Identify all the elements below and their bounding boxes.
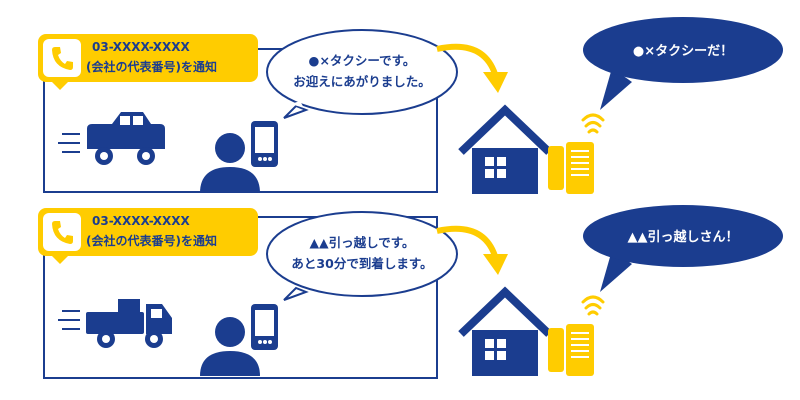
badge-tail xyxy=(50,254,70,264)
speech-bubble-driver xyxy=(266,29,458,119)
speech-bubble-house xyxy=(583,205,783,292)
curved-arrow-icon xyxy=(436,225,508,275)
phone-icon xyxy=(43,39,81,77)
speed-lines-icon xyxy=(58,310,80,330)
notify-text: (会社の代表番号)を通知 xyxy=(86,60,217,74)
driver-speech-line-2: あと30分で到着します。 xyxy=(291,256,433,271)
speech-bubble-house xyxy=(583,17,783,110)
driver-speech-line-1: ●×タクシーです。 xyxy=(308,53,416,68)
smartphone-icon xyxy=(251,121,278,167)
caller-id-badge xyxy=(38,34,258,82)
scene-moving: 03-XXXX-XXXX (会社の代表番号)を通知 ▲▲引っ越しです。 あと30… xyxy=(0,196,800,396)
scene-artwork xyxy=(58,205,783,376)
house-speech-text: ▲▲引っ越しさん！ xyxy=(627,230,739,245)
driver-speech-line-1: ▲▲引っ越しです。 xyxy=(309,235,415,250)
person-icon xyxy=(200,317,260,376)
scene-taxi: 03-XXXX-XXXX (会社の代表番号)を通知 ●×タクシーです。 お迎えに… xyxy=(38,17,783,194)
truck-icon xyxy=(86,299,172,348)
caller-id-badge xyxy=(38,208,258,256)
driver-speech-text: ▲▲引っ越しです。 あと30分で到着します。 xyxy=(272,232,452,274)
intercom-icon xyxy=(548,142,594,194)
driver-speech-text: ●×タクシーです。 お迎えにあがりました。 xyxy=(272,50,452,92)
smartphone-icon xyxy=(251,304,278,350)
person-icon xyxy=(200,133,260,193)
sound-waves-icon xyxy=(581,113,605,134)
curved-arrow-icon xyxy=(436,43,508,93)
speed-lines-icon xyxy=(58,133,80,153)
intercom-icon xyxy=(548,324,594,376)
house-icon xyxy=(458,286,552,376)
house-speech-text: ●×タクシーだ！ xyxy=(632,44,734,59)
driver-speech-line-2: お迎えにあがりました。 xyxy=(293,74,431,89)
speech-bubble-driver xyxy=(266,211,458,301)
scene-artwork xyxy=(58,17,783,194)
phone-number: 03-XXXX-XXXX xyxy=(92,40,190,54)
notify-text: (会社の代表番号)を通知 xyxy=(86,234,217,248)
sound-waves-icon xyxy=(581,295,605,316)
phone-icon xyxy=(43,213,81,251)
phone-number: 03-XXXX-XXXX xyxy=(92,214,190,228)
house-icon xyxy=(458,104,552,194)
car-icon xyxy=(87,112,165,165)
badge-tail xyxy=(50,80,70,90)
